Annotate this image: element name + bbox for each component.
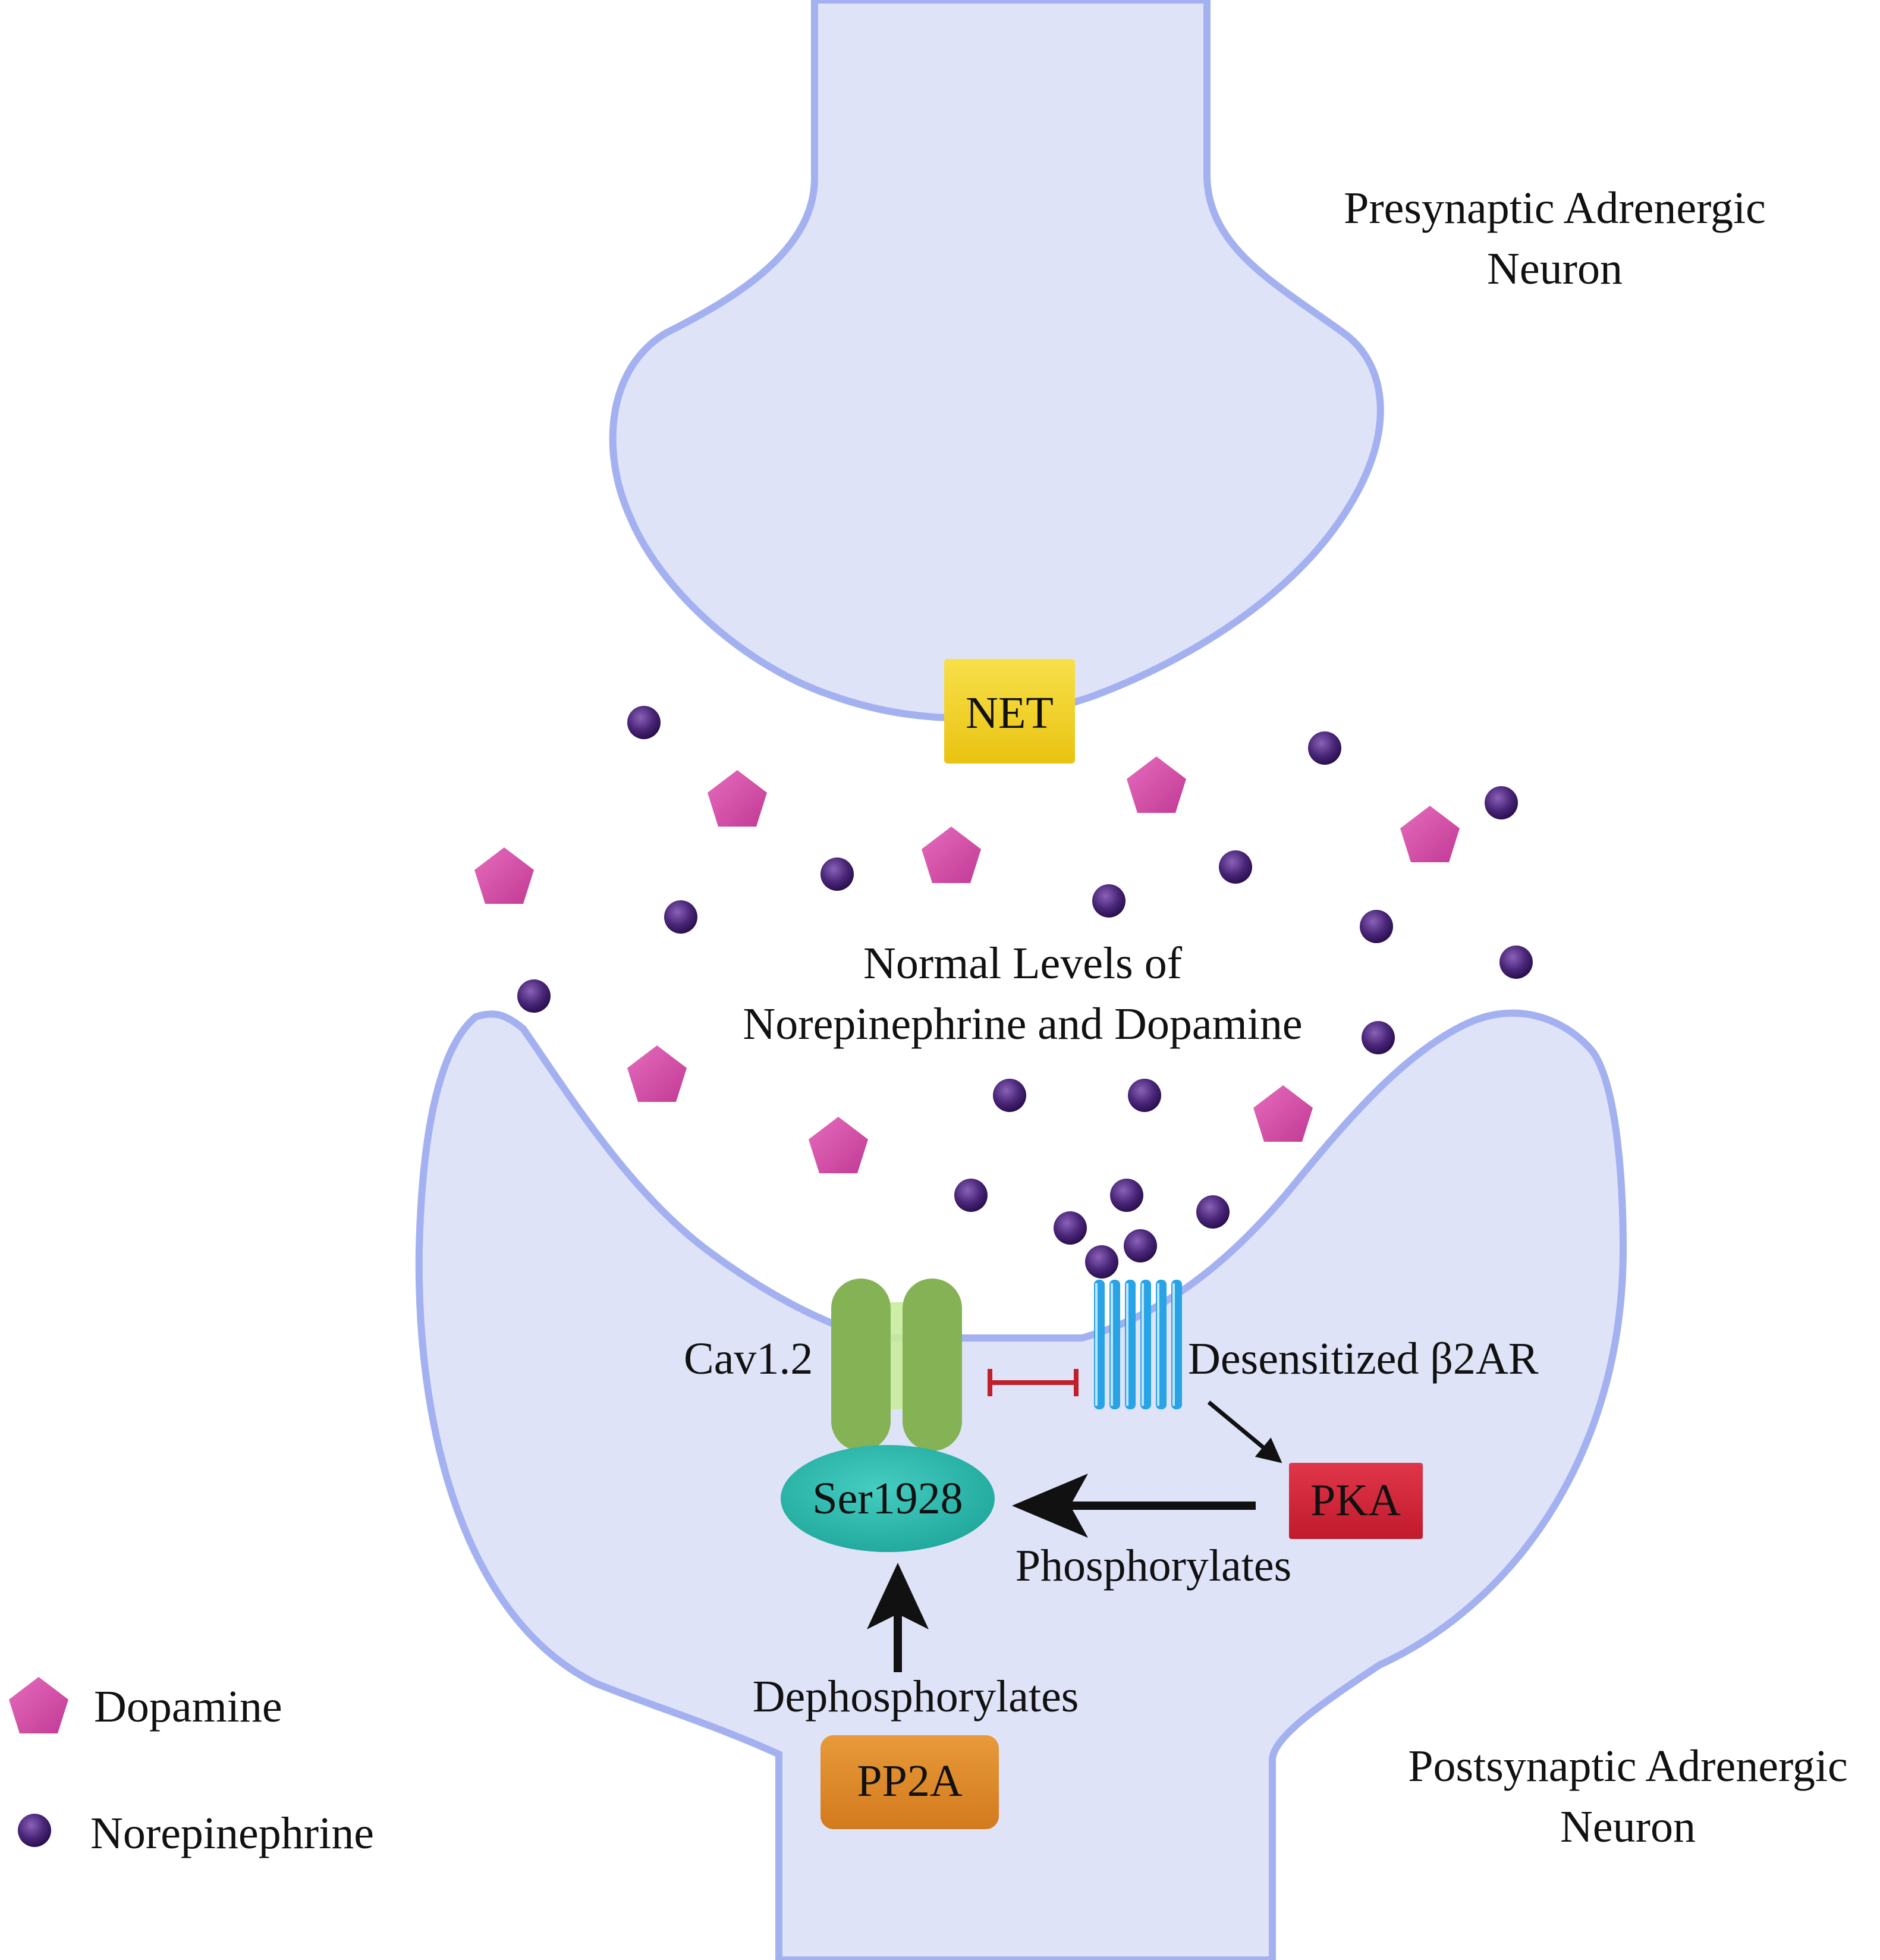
postsynaptic-label-line1: Postsynaptic Adrenergic bbox=[1408, 1741, 1847, 1791]
net-transporter bbox=[944, 659, 1075, 764]
norepinephrine-molecule bbox=[1485, 786, 1518, 819]
pp2a-to-ser-arrow bbox=[867, 1563, 929, 1672]
norepinephrine-molecule bbox=[1308, 731, 1341, 765]
net-label: NET bbox=[966, 688, 1054, 738]
pka-to-ser-arrow bbox=[1012, 1474, 1256, 1538]
cleft-label-line2: Norepinephrine and Dopamine bbox=[743, 999, 1302, 1049]
norepinephrine-molecule bbox=[1196, 1195, 1230, 1229]
norepinephrine-molecule bbox=[1360, 910, 1393, 943]
norepinephrine-molecule bbox=[954, 1179, 988, 1212]
norepinephrine-molecule bbox=[1128, 1079, 1161, 1112]
dopamine-molecule bbox=[922, 827, 981, 883]
dopamine-molecule bbox=[474, 847, 534, 904]
dopamine-molecule bbox=[1253, 1085, 1313, 1142]
cleft-label-line1: Normal Levels of bbox=[863, 938, 1183, 988]
postsynaptic-label-line2: Neuron bbox=[1560, 1802, 1696, 1852]
pp2a-label: PP2A bbox=[857, 1756, 963, 1806]
pka-box bbox=[1289, 1463, 1423, 1539]
norepinephrine-molecule bbox=[1110, 1179, 1143, 1212]
ser1928-label: Ser1928 bbox=[812, 1474, 963, 1524]
dopamine-molecule bbox=[809, 1117, 868, 1173]
dopamine-molecule bbox=[708, 770, 767, 827]
dopamine-molecule bbox=[1127, 756, 1186, 813]
norepinephrine-molecule bbox=[1124, 1229, 1157, 1262]
ser1928-site bbox=[781, 1445, 995, 1552]
pka-label: PKA bbox=[1310, 1475, 1401, 1525]
b2ar-to-pka-arrow bbox=[1207, 1400, 1282, 1463]
norepinephrine-molecule bbox=[1499, 946, 1533, 979]
cav12-channel bbox=[831, 1279, 962, 1451]
dopamine-molecule bbox=[627, 1045, 687, 1102]
legend: Dopamine Norepinephrine bbox=[9, 1677, 374, 1858]
legend-dopamine-icon bbox=[9, 1677, 68, 1733]
legend-norepinephrine-icon bbox=[18, 1814, 51, 1847]
pp2a-box bbox=[820, 1735, 999, 1829]
norepinephrine-molecule bbox=[1054, 1211, 1087, 1245]
norepinephrine-molecule bbox=[517, 979, 551, 1013]
legend-dopamine-label: Dopamine bbox=[94, 1682, 282, 1732]
dopamine-molecules bbox=[474, 756, 1460, 1173]
inhibition-symbol bbox=[988, 1369, 1079, 1396]
norepinephrine-molecule bbox=[1092, 884, 1126, 918]
b2ar-receptor-icon bbox=[1094, 1280, 1182, 1409]
presynaptic-label-line2: Neuron bbox=[1487, 244, 1623, 294]
b2ar-label: Desensitized β2AR bbox=[1188, 1334, 1539, 1384]
dopamine-molecule bbox=[1400, 806, 1460, 862]
postsynaptic-neuron bbox=[415, 1009, 1627, 1960]
norepinephrine-molecule bbox=[1085, 1245, 1118, 1279]
phosphorylates-label: Phosphorylates bbox=[1016, 1541, 1291, 1591]
norepinephrine-molecule bbox=[1362, 1021, 1395, 1054]
norepinephrine-molecule bbox=[993, 1079, 1026, 1112]
norepinephrine-molecule bbox=[664, 900, 697, 934]
norepinephrine-molecule bbox=[820, 857, 854, 891]
norepinephrine-molecule bbox=[627, 706, 661, 739]
dephosphorylates-label: Dephosphorylates bbox=[753, 1672, 1079, 1722]
presynaptic-label-line1: Presynaptic Adrenergic bbox=[1344, 183, 1766, 233]
legend-norepinephrine-label: Norepinephrine bbox=[90, 1808, 374, 1858]
cav12-label: Cav1.2 bbox=[684, 1334, 813, 1384]
norepinephrine-molecules bbox=[517, 706, 1533, 1279]
presynaptic-neuron bbox=[609, 0, 1384, 722]
norepinephrine-molecule bbox=[1219, 850, 1252, 884]
